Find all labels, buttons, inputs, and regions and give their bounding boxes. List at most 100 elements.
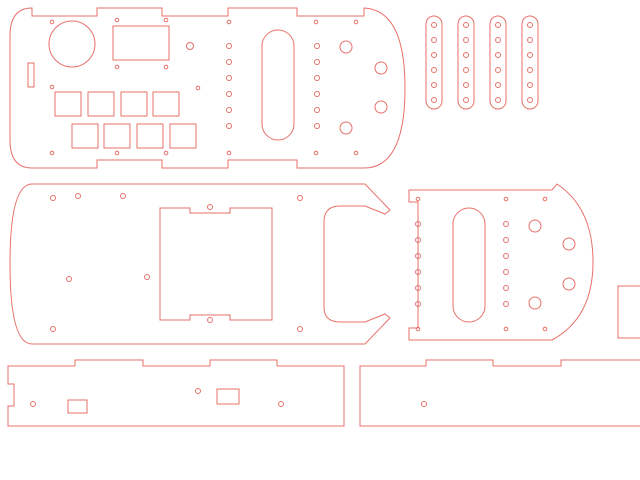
small-hole — [207, 204, 213, 210]
hole — [415, 269, 421, 275]
hole — [431, 82, 437, 88]
small-hole — [415, 326, 421, 332]
hole — [314, 107, 320, 113]
large-hole — [339, 40, 353, 54]
small-hole — [114, 64, 120, 70]
small-hole — [50, 326, 56, 332]
center-slot — [452, 207, 486, 323]
button-cutout — [71, 123, 99, 149]
hole — [226, 75, 232, 81]
top-plate-outline — [9, 7, 406, 169]
hole — [415, 285, 421, 291]
hole — [495, 82, 501, 88]
screw-strip-3 — [489, 15, 507, 110]
hole — [495, 52, 501, 58]
hole — [415, 237, 421, 243]
hole — [226, 107, 232, 113]
middle-plate — [9, 183, 391, 345]
small-hole — [313, 150, 319, 156]
small-hole — [195, 85, 201, 91]
hole-column — [503, 221, 509, 307]
slot-cutout — [27, 62, 35, 88]
small-hole — [278, 401, 284, 407]
hole — [527, 37, 533, 43]
small-hole — [421, 401, 427, 407]
hole — [431, 67, 437, 73]
hole — [463, 22, 469, 28]
hole — [463, 67, 469, 73]
small-hole — [49, 84, 55, 90]
small-hole — [297, 195, 303, 201]
button-cutout — [103, 123, 131, 149]
small-hole — [66, 276, 72, 282]
large-hole — [374, 61, 388, 75]
hole — [527, 22, 533, 28]
round-display-cutout — [48, 20, 96, 68]
hole — [463, 82, 469, 88]
hole — [527, 67, 533, 73]
hole-column — [226, 43, 232, 129]
small-hole — [226, 150, 232, 156]
button-cutout — [136, 123, 164, 149]
hole — [495, 67, 501, 73]
front-mount-plate — [408, 183, 594, 341]
hole — [415, 301, 421, 307]
hole — [503, 221, 509, 227]
hole — [226, 91, 232, 97]
small-hole — [542, 326, 548, 332]
screw-strip-2 — [457, 15, 475, 110]
hole — [527, 52, 533, 58]
strip-outline — [521, 15, 539, 110]
small-hole — [503, 326, 509, 332]
button-cutout — [87, 91, 115, 117]
top-plate — [9, 7, 406, 169]
hole-column — [415, 221, 421, 307]
strip-outline — [489, 15, 507, 110]
medium-hole — [186, 42, 194, 50]
hole — [503, 237, 509, 243]
small-hole — [415, 196, 421, 202]
small-hole — [163, 17, 169, 23]
button-cutout — [54, 91, 82, 117]
hole — [314, 123, 320, 129]
hole — [503, 253, 509, 259]
hole — [226, 59, 232, 65]
hole — [314, 43, 320, 49]
small-hole — [503, 196, 509, 202]
hole — [463, 52, 469, 58]
hole — [431, 37, 437, 43]
small-hole — [353, 150, 359, 156]
small-hole — [163, 64, 169, 70]
hole — [415, 253, 421, 259]
small-hole — [313, 19, 319, 25]
hole — [314, 75, 320, 81]
hole — [495, 97, 501, 103]
small-hole — [207, 317, 213, 323]
side-panel-outline — [7, 359, 345, 427]
large-hole — [528, 296, 542, 310]
hole — [431, 22, 437, 28]
middle-plate-outline — [9, 183, 391, 345]
center-slot — [261, 29, 295, 141]
small-hole — [30, 401, 36, 407]
front-mount-outline — [408, 183, 594, 341]
button-cutout — [169, 123, 197, 149]
small-hole — [120, 193, 126, 199]
large-hole — [562, 277, 576, 291]
screw-strip-4 — [521, 15, 539, 110]
large-hole — [339, 121, 353, 135]
battery-cutout — [159, 207, 273, 321]
small-hole — [353, 19, 359, 25]
large-hole — [374, 100, 388, 114]
port-cutout — [67, 399, 88, 414]
button-cutout — [120, 91, 148, 117]
right-edge-part — [617, 285, 640, 339]
small-hole — [50, 195, 56, 201]
hole — [431, 52, 437, 58]
side-panel-left — [7, 359, 345, 427]
button-cutout — [152, 91, 180, 117]
hole — [527, 82, 533, 88]
small-hole — [163, 150, 169, 156]
